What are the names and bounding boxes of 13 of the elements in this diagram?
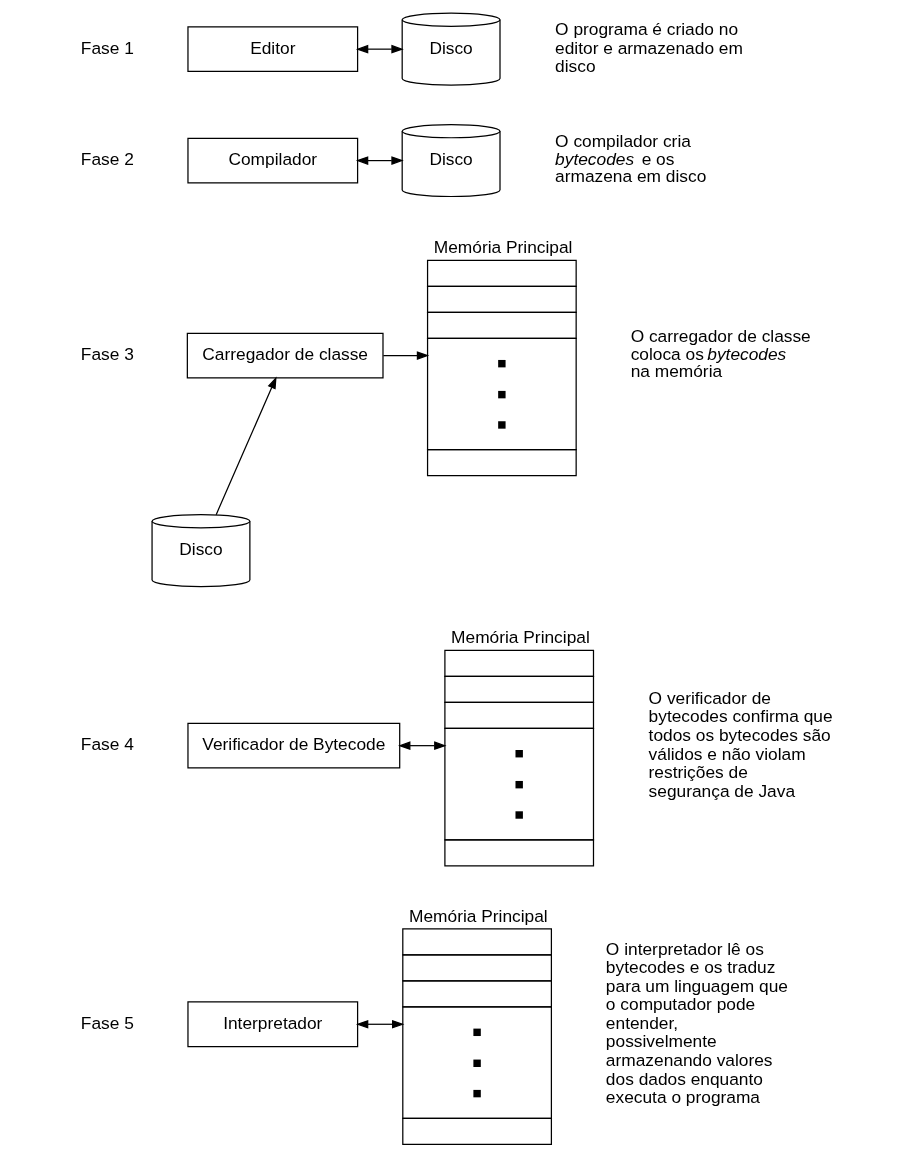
node-label: Memória Principal (408, 905, 548, 926)
node-label: Memória Principal (433, 237, 572, 258)
label: O verificador de bytecodes confirma que todos os bytecodes são válidos e não violam restrições de segurança de Java (648, 687, 833, 801)
label: Fase 5 (80, 1012, 134, 1033)
label: Fase 4 (80, 734, 134, 755)
label: Fase 2 (80, 149, 134, 170)
label: O interpretador lê os bytecodes e os traduz para um linguagem que o computador pode entender, possivelmente armazenando valores dos dados enquanto executa o programa (605, 938, 788, 1108)
label: O programa é criado no editor e armazenado em disco (554, 19, 743, 77)
label: O carregador de classe coloca os bytecodes na memória (630, 326, 811, 381)
label: Fase 1 (80, 37, 134, 58)
label: Fase 3 (80, 344, 134, 365)
node-label: Memória Principal (450, 627, 590, 648)
label: O compilador cria bytecodes e os armazena em disco (554, 131, 706, 186)
